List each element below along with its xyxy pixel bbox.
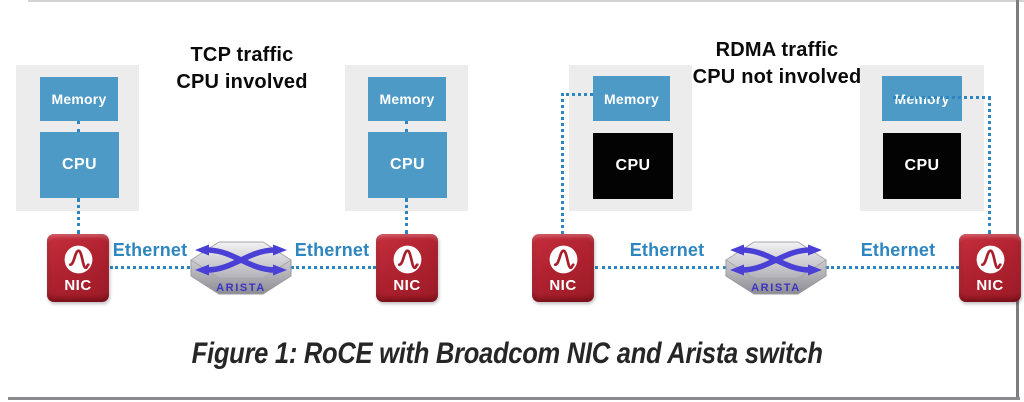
tcp-title-line2: CPU involved <box>176 71 308 93</box>
frame-bottom-edge <box>8 397 1020 400</box>
tcp-host2-memory-cpu-link <box>405 121 408 132</box>
frame-top-edge <box>28 0 1024 2</box>
tcp-nic1-switch-link <box>110 266 190 269</box>
rdma-nic1-switch-link <box>595 266 726 269</box>
tcp-host1-cpu-box: CPU <box>40 132 119 198</box>
cpu-label: CPU <box>390 156 425 173</box>
tcp-nic1-box: NIC <box>47 234 109 302</box>
cpu-label: CPU <box>615 157 651 174</box>
nic-label: NIC <box>393 276 421 294</box>
tcp-section-title: TCP traffic CPU involved <box>142 42 342 96</box>
ethernet-label: Ethernet <box>860 240 936 260</box>
broadcom-pulse-icon <box>974 243 1007 276</box>
tcp-host2-memory-box: Memory <box>368 77 446 121</box>
ethernet-label: Ethernet <box>294 240 370 260</box>
nic-label: NIC <box>976 276 1004 294</box>
tcp-host2-cpu-nic-link <box>405 198 408 234</box>
cpu-label: CPU <box>904 157 940 174</box>
rdma-host2-memory-bypass-v <box>988 96 991 234</box>
nic-label: NIC <box>64 276 92 294</box>
ethernet-label: Ethernet <box>112 240 188 260</box>
rdma-nic2-box: NIC <box>959 234 1021 302</box>
rdma-host1-memory-bypass-h <box>561 93 593 96</box>
arista-switch-icon: ARISTA <box>189 234 293 306</box>
tcp-host2-cpu-box: CPU <box>368 132 447 198</box>
rdma-title-line1: RDMA traffic <box>715 39 839 61</box>
broadcom-pulse-icon <box>391 243 424 276</box>
rdma-host1-cpu-box: CPU <box>593 133 673 199</box>
rdma-host2-cpu-box: CPU <box>883 133 961 199</box>
arista-switch-icon: ARISTA <box>724 234 828 306</box>
arista-logo-text: ARISTA <box>216 282 266 294</box>
tcp-title-line1: TCP traffic <box>190 44 294 66</box>
tcp-switch-nic2-link <box>291 266 376 269</box>
tcp-host1-memory-box: Memory <box>40 77 118 121</box>
broadcom-pulse-icon <box>62 243 95 276</box>
cpu-label: CPU <box>62 156 97 173</box>
rdma-host1-memory-bypass-v <box>561 93 564 234</box>
tcp-nic2-box: NIC <box>376 234 438 302</box>
rdma-title-line2: CPU not involved <box>692 66 862 88</box>
tcp-host1-cpu-nic-link <box>77 198 80 234</box>
rdma-section-title: RDMA traffic CPU not involved <box>667 37 887 91</box>
frame-right-edge <box>1016 0 1019 400</box>
rdma-host1-memory-box: Memory <box>593 76 670 121</box>
arista-logo-text: ARISTA <box>751 282 801 294</box>
broadcom-pulse-icon <box>547 243 580 276</box>
rdma-host2-memory-bypass-h <box>893 96 991 99</box>
rdma-nic1-box: NIC <box>532 234 594 302</box>
figure-caption: Figure 1: RoCE with Broadcom NIC and Ari… <box>0 337 1014 371</box>
tcp-host1-memory-cpu-link <box>77 121 80 132</box>
memory-label: Memory <box>51 91 107 107</box>
figure-caption-text: Figure 1: RoCE with Broadcom NIC and Ari… <box>191 337 823 370</box>
nic-label: NIC <box>549 276 577 294</box>
memory-label: Memory <box>604 90 659 107</box>
rdma-switch-nic2-link <box>826 266 959 269</box>
ethernet-label: Ethernet <box>629 240 705 260</box>
memory-label: Memory <box>379 91 435 107</box>
